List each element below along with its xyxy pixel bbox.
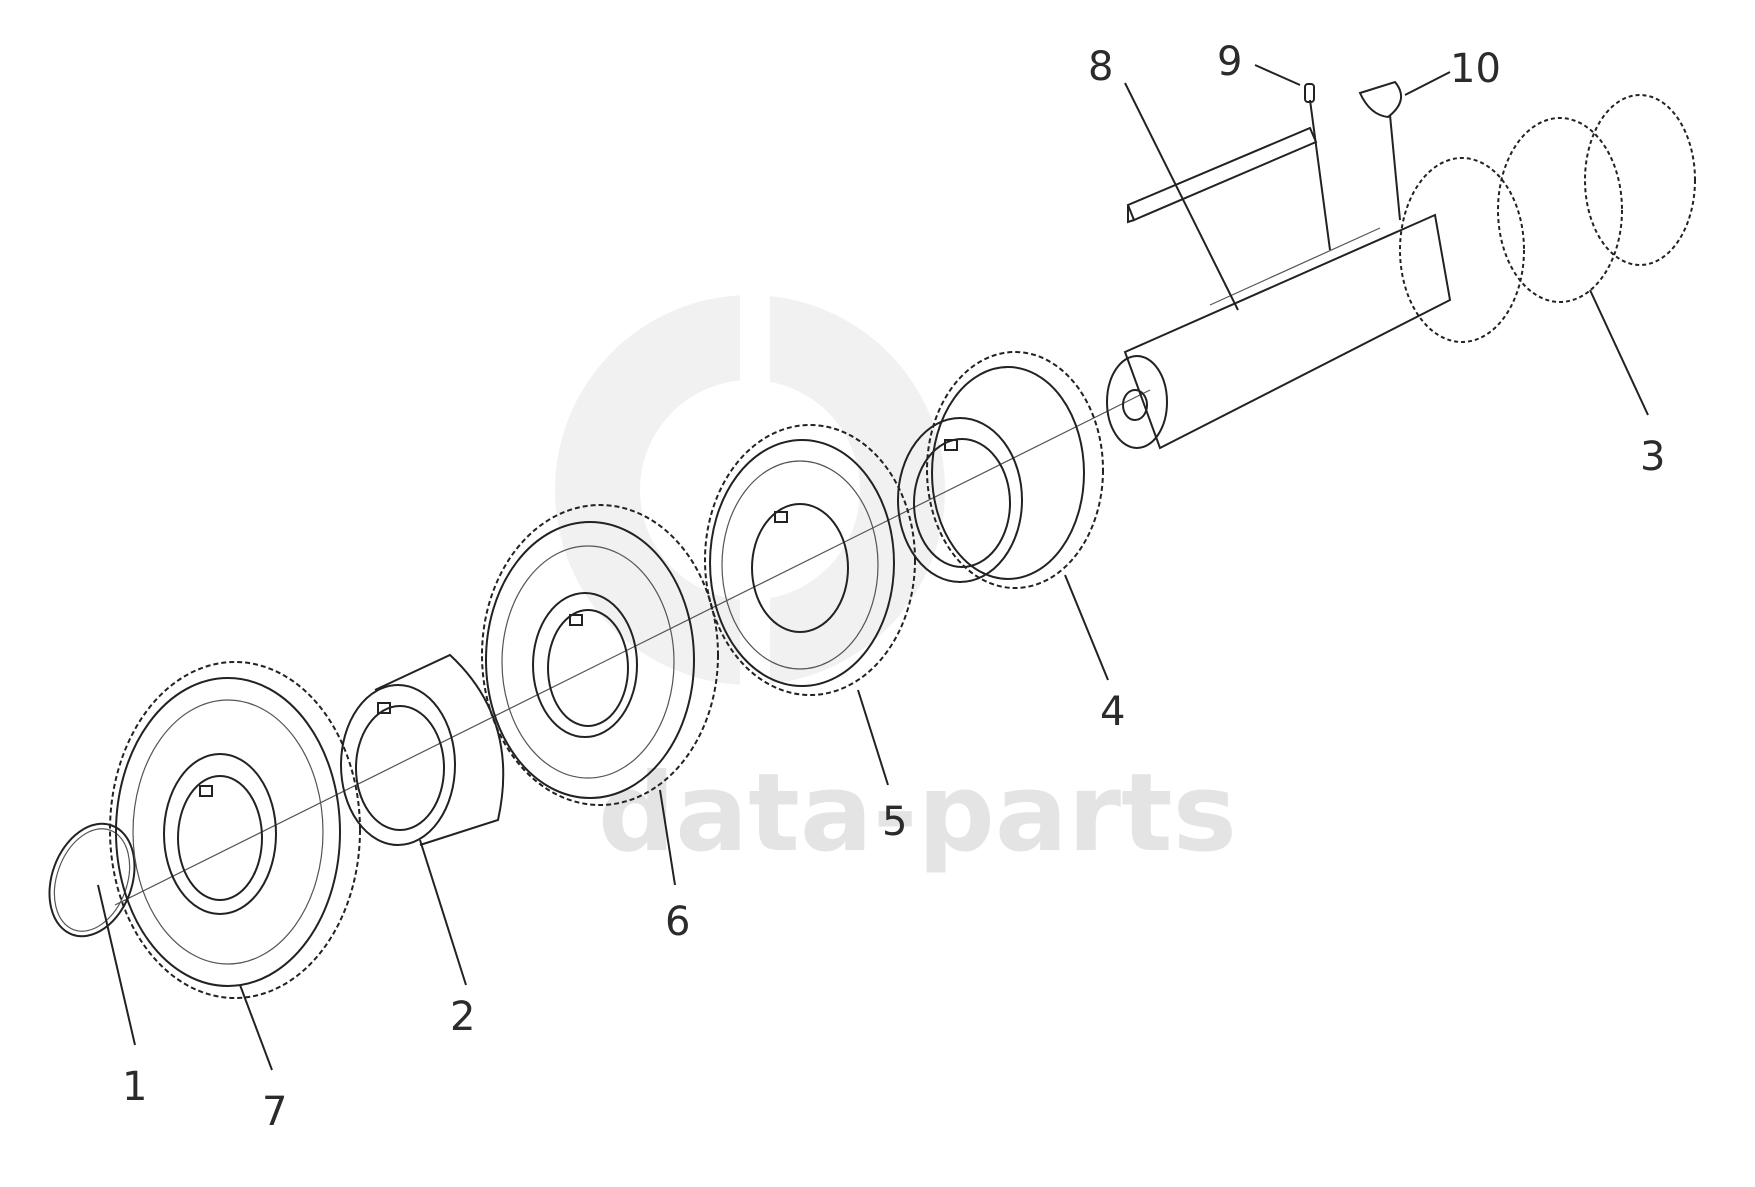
watermark: data-parts	[555, 290, 1237, 876]
large-gear-part-7	[109, 661, 361, 999]
pin-part-9	[1304, 83, 1315, 103]
callout-2: 2	[450, 994, 475, 1040]
callout-6: 6	[665, 899, 690, 945]
callout-7: 7	[262, 1089, 287, 1135]
callout-labels: 1 2 3 4 5 6 7 8 9 10	[122, 39, 1665, 1135]
callout-1: 1	[122, 1064, 147, 1110]
callout-4: 4	[1100, 689, 1125, 735]
watermark-text: data-parts	[598, 751, 1237, 876]
shaft-part-3	[1106, 94, 1696, 450]
callout-5: 5	[882, 799, 907, 845]
callout-8: 8	[1088, 44, 1113, 90]
bushing-part-2	[340, 653, 505, 846]
gear-part-4	[897, 351, 1104, 589]
gear-part-6	[481, 504, 719, 806]
long-key-part-8	[1126, 126, 1318, 224]
gear-part-5	[704, 424, 916, 696]
callout-9: 9	[1217, 39, 1242, 85]
leader-lines	[97, 64, 1649, 1071]
woodruff-key-part-10	[1358, 80, 1403, 119]
callout-3: 3	[1640, 434, 1665, 480]
assembly-axis	[114, 389, 1151, 906]
callout-10: 10	[1450, 46, 1501, 92]
